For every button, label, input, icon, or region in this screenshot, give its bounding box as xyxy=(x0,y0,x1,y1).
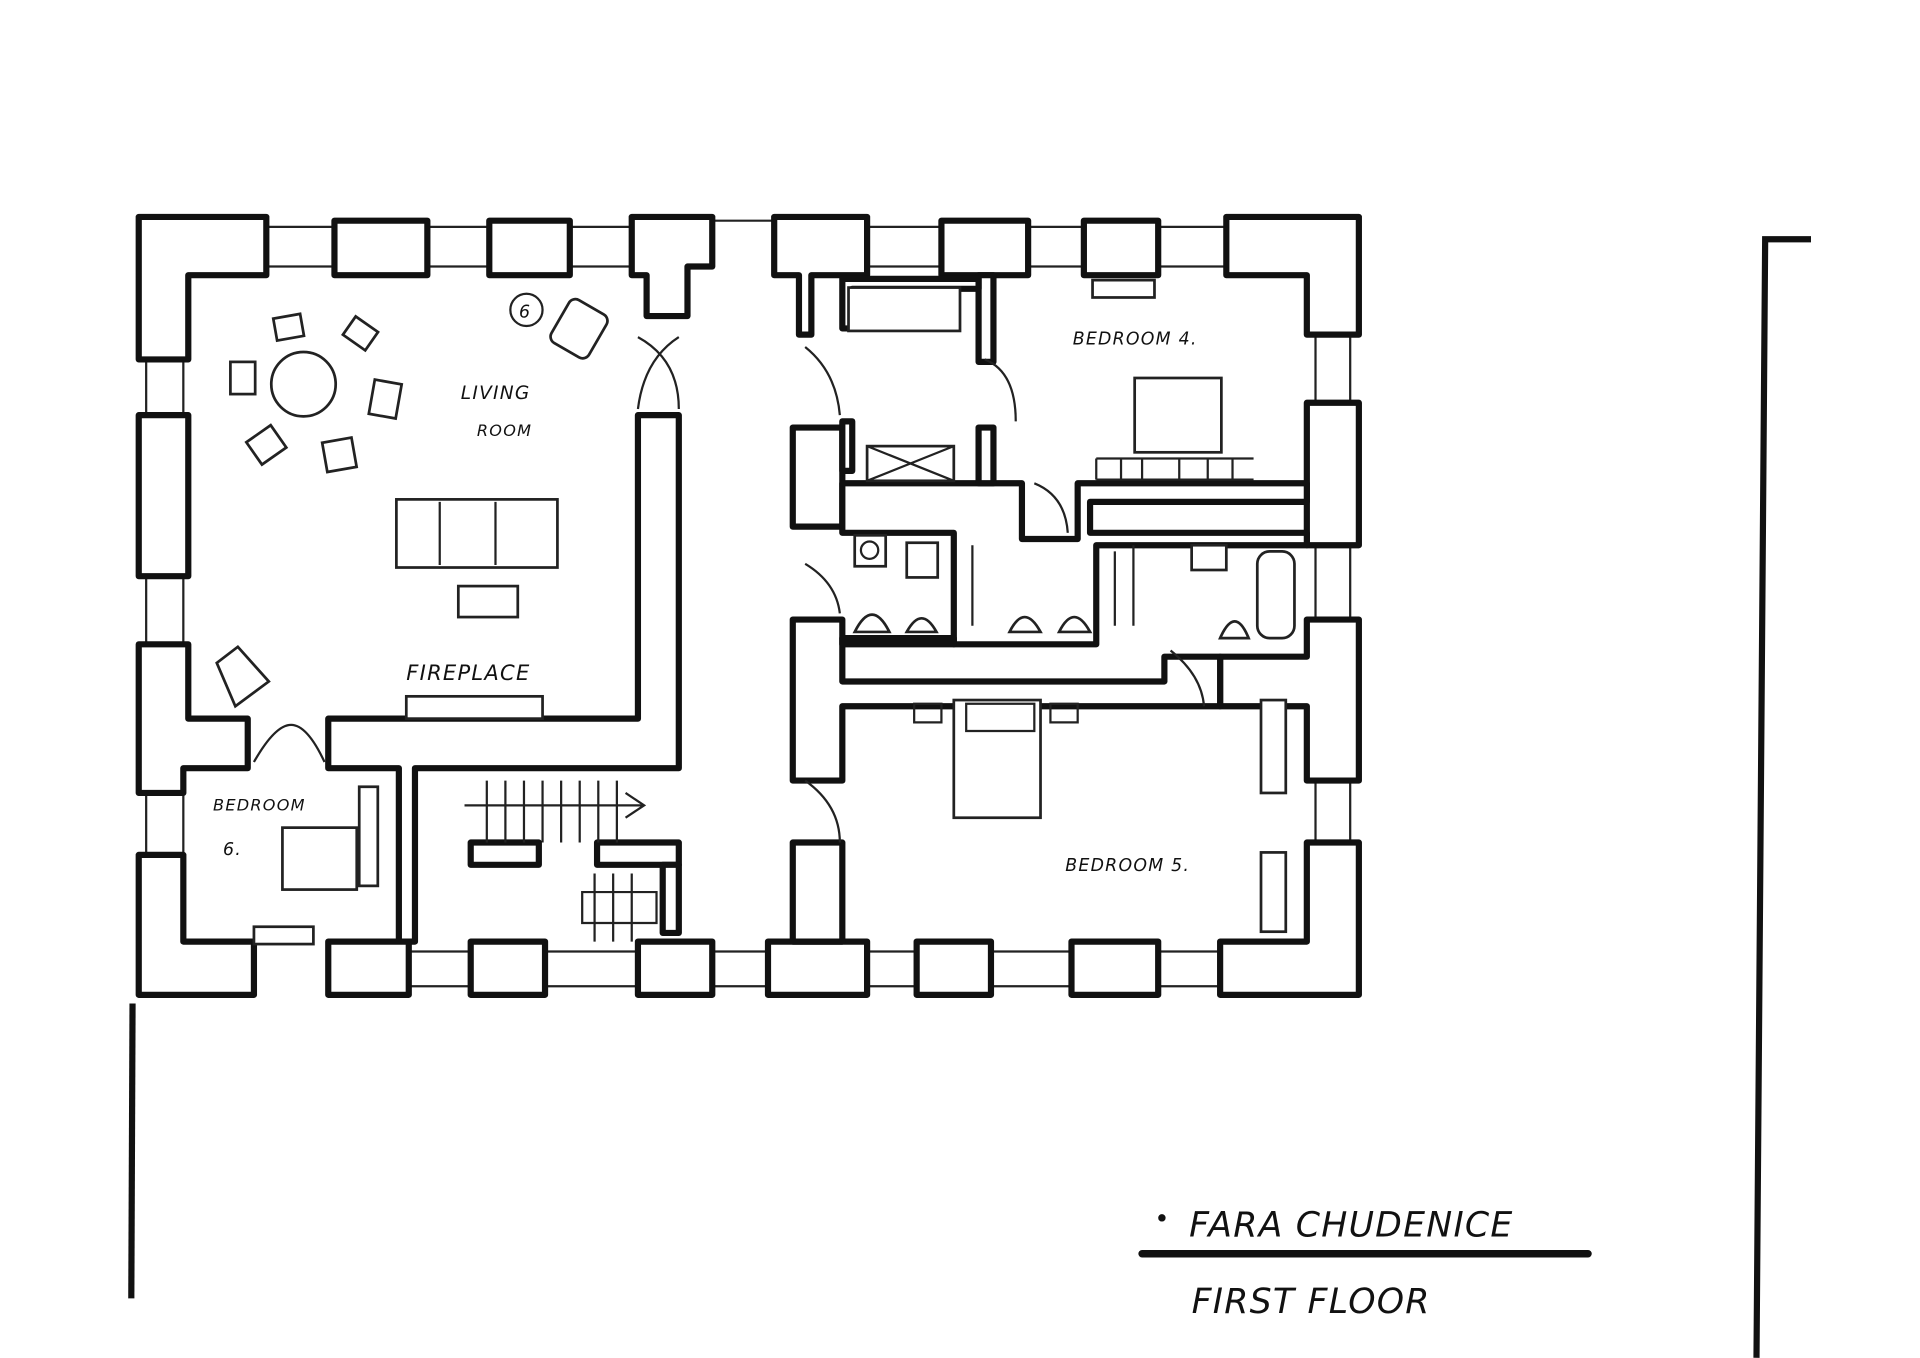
furniture: 6 xyxy=(215,278,1296,946)
title-block: FARA CHUDENICE FIRST FLOOR xyxy=(1138,1205,1592,1322)
bed-bedroom5 xyxy=(952,698,1042,820)
floor-title: FIRST FLOOR xyxy=(1192,1282,1431,1322)
project-title: FARA CHUDENICE xyxy=(1189,1205,1513,1245)
dining-table xyxy=(269,350,338,418)
label-bedroom6-number: 6. xyxy=(223,840,242,860)
sofa xyxy=(395,498,559,569)
fireplace xyxy=(404,694,544,721)
margin-line-right xyxy=(1753,236,1811,1358)
label-bedroom4: BEDROOM 4. xyxy=(1073,330,1198,350)
room-labels: LIVING ROOM FIREPLACE BEDROOM 4. BEDROOM… xyxy=(213,330,1198,876)
label-living: LIVING xyxy=(461,383,531,404)
margin-line-left xyxy=(128,1003,136,1299)
bed-bedroom4 xyxy=(1133,376,1223,454)
walls xyxy=(135,213,1362,998)
bed-bedroom6 xyxy=(281,826,359,891)
coffee-table xyxy=(456,584,520,619)
stove-symbol: 6 xyxy=(519,302,531,322)
label-bedroom5: BEDROOM 5. xyxy=(1065,856,1190,876)
windows xyxy=(145,219,1352,988)
stairs xyxy=(464,780,658,942)
label-fireplace: FIREPLACE xyxy=(406,660,530,685)
label-bedroom6: BEDROOM xyxy=(213,795,306,814)
doors xyxy=(252,336,1206,843)
bathroom-fixtures xyxy=(852,533,1296,640)
bullet-dot xyxy=(1158,1214,1166,1222)
label-room: ROOM xyxy=(477,421,532,440)
